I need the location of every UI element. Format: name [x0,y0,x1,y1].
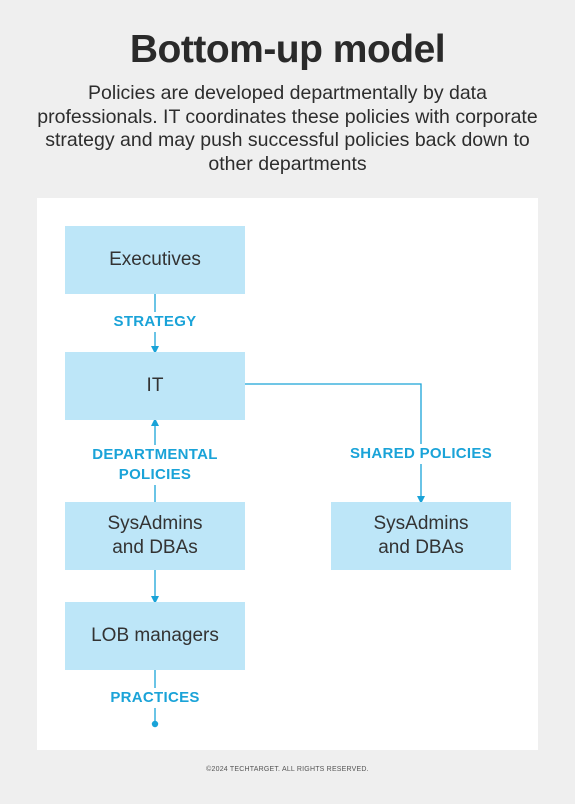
sysadmins-right-label-line2: and DBAs [378,537,464,558]
it-node: IT [65,352,245,420]
departmental-policies-label: DEPARTMENTAL POLICIES [80,445,230,485]
lob-managers-node: LOB managers [65,602,245,670]
shared-policies-connector [245,383,425,504]
diagram-subtitle: Policies are developed departmentally by… [37,82,538,175]
sysadmins-right-label-line1: SysAdmins [373,513,469,534]
sysadmins-dbas-right-node: SysAdmins and DBAs [331,502,511,570]
copyright-footer: ©2024 TECHTARGET. ALL RIGHTS RESERVED. [206,766,369,773]
lob-managers-node-label: LOB managers [91,625,219,646]
strategy-label: STRATEGY [105,312,205,332]
executives-node: Executives [65,226,245,294]
sysadmins-left-label-line1: SysAdmins [107,513,203,534]
it-node-label: IT [146,375,164,396]
practices-endpoint-dot [151,720,159,728]
departmental-label-line2: POLICIES [118,466,192,483]
diagram-title: Bottom-up model [129,28,446,71]
sysadmins-dbas-left-node: SysAdmins and DBAs [65,502,245,570]
executives-node-label: Executives [109,249,201,270]
sysadmins-left-label-line2: and DBAs [112,537,198,558]
departmental-label-line1: DEPARTMENTAL [92,446,218,463]
shared-policies-label: SHARED POLICIES [344,444,498,464]
practices-label: PRACTICES [100,688,210,708]
